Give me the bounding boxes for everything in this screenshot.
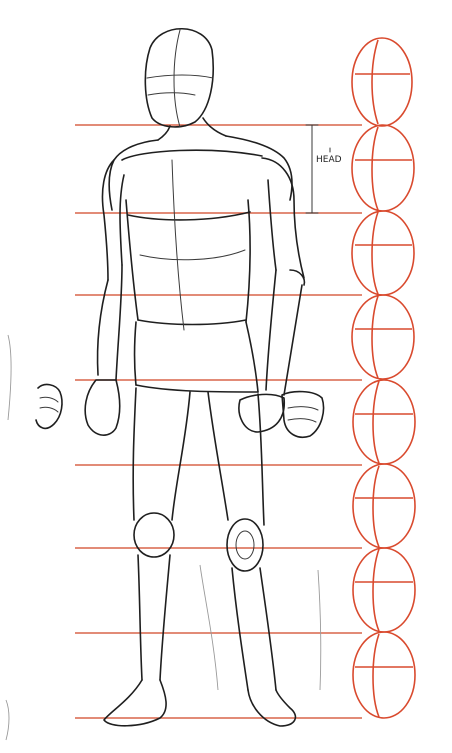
head-unit-8: [353, 632, 415, 718]
head-unit-6: [353, 464, 415, 548]
hand-study-right: [282, 392, 324, 438]
hand-study-left: [36, 385, 62, 429]
head-unit-4: [352, 295, 414, 379]
figure-arm-left: [85, 160, 124, 435]
knee-right: [227, 519, 263, 571]
head-unit-7: [353, 548, 415, 632]
figure-head: [145, 29, 213, 127]
head-unit-2: [352, 125, 414, 211]
head-unit-1: [352, 38, 412, 126]
head-measure-bracket: HEAD: [306, 125, 342, 213]
head-unit-stack: [352, 38, 415, 718]
edge-fragments: [6, 335, 11, 740]
knee-left: [134, 513, 174, 557]
figure-legs: [104, 388, 321, 726]
head-unit-3: [352, 211, 414, 295]
head-label: HEAD: [316, 155, 342, 165]
head-unit-5: [353, 380, 415, 464]
